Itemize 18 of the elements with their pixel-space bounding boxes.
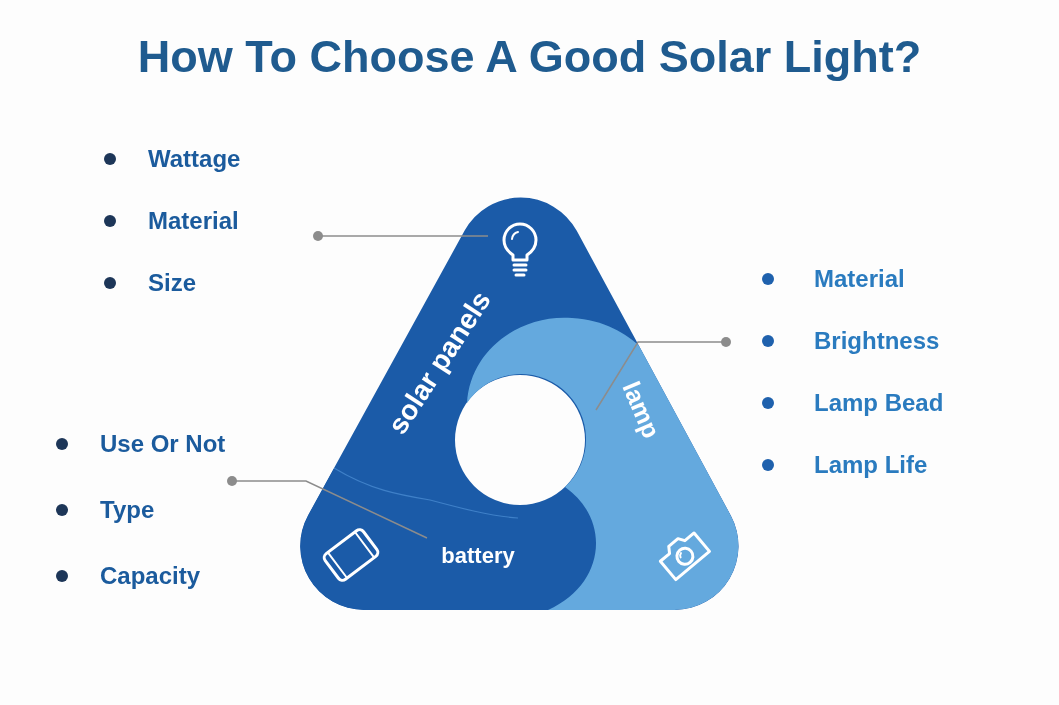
- triangle-segment: [300, 468, 518, 610]
- feature-label: Capacity: [100, 562, 201, 590]
- leader-line: [227, 476, 428, 539]
- leader-line: [313, 231, 489, 241]
- feature-label: Lamp Bead: [814, 389, 944, 417]
- feature-label: Size: [148, 269, 197, 297]
- title: How To Choose A Good Solar Light?: [137, 32, 922, 82]
- segment-label: lamp: [616, 377, 666, 443]
- feature-label: Material: [814, 265, 905, 293]
- triangle-segment: [299, 196, 740, 611]
- feature-label: Wattage: [148, 145, 241, 173]
- feature-label: Material: [148, 207, 239, 235]
- feature-label: Brightness: [814, 327, 940, 355]
- segment-label: battery: [441, 543, 515, 569]
- feature-label: Use Or Not: [100, 430, 226, 458]
- feature-label: Type: [100, 496, 155, 524]
- feature-label: Lamp Life: [814, 451, 928, 479]
- leader-line: [595, 337, 731, 411]
